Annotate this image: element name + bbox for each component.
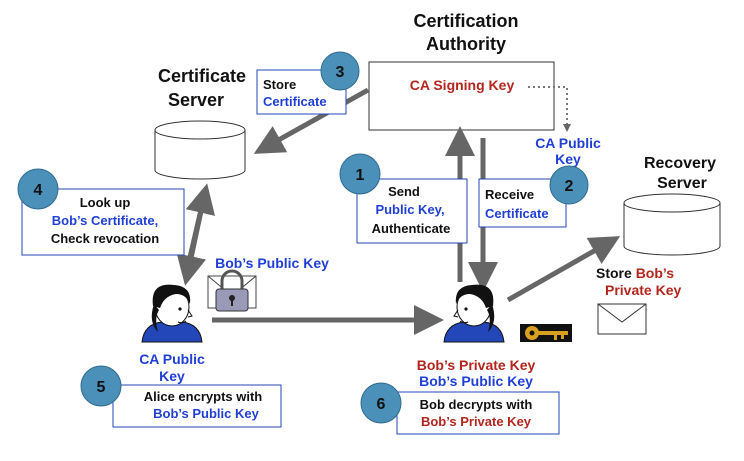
cert-server-database-icon [154, 120, 246, 180]
step2-line1: Receive [485, 187, 534, 202]
arrow-lookup-back [176, 196, 207, 286]
flow-arrows [176, 87, 621, 335]
step4-line2: Bob’s Certificate, [52, 213, 158, 228]
step4-badge: 4 [17, 168, 59, 210]
step6-line2: Bob’s Private Key [421, 414, 532, 429]
step4-line1: Look up [80, 195, 131, 210]
step3-badge: 3 [320, 51, 360, 91]
step1-box [356, 178, 468, 244]
store-bobs: Bob’s [636, 265, 675, 281]
svg-text:4: 4 [34, 182, 43, 199]
store-prefix: Store [596, 265, 636, 281]
step5-badge: 5 [80, 365, 122, 407]
cert-server-title-line1: Certificate [158, 66, 246, 86]
ca-title-line2: Authority [426, 34, 506, 54]
ca-box [368, 61, 555, 131]
ca-public-key-top-line2: Key [555, 151, 581, 167]
svg-text:5: 5 [97, 379, 106, 396]
svg-text:1: 1 [356, 167, 365, 184]
bob-public-key-label: Bob’s Public Key [419, 373, 533, 389]
bob-person-icon [443, 284, 505, 343]
step5-line1: Alice encrypts with [144, 389, 263, 404]
step1-line2: Public Key, [375, 202, 444, 217]
recovery-server-database-icon [623, 193, 721, 256]
step5-box [112, 384, 282, 428]
recovery-title-line2: Server [657, 175, 707, 192]
step1-badge: 1 [339, 153, 381, 195]
ca-signing-key: CA Signing Key [410, 77, 515, 93]
key-icon [520, 324, 572, 342]
svg-text:3: 3 [336, 64, 345, 81]
recovery-title-line1: Recovery [644, 155, 716, 172]
step3-line1: Store [263, 77, 296, 92]
store-private-key-line2: Private Key [605, 282, 681, 298]
step2-line2: Certificate [485, 206, 549, 221]
svg-text:2: 2 [565, 178, 574, 195]
bob-private-key-label: Bob’s Private Key [417, 357, 536, 373]
step1-line3: Authenticate [372, 221, 451, 236]
ca-public-key-alice-line1: CA Public [139, 351, 205, 367]
ca-title-line1: Certification [413, 11, 518, 31]
envelope-icon [597, 303, 647, 335]
store-bobs-line1: Store Bob’s [596, 265, 674, 281]
step5-line2: Bob’s Public Key [153, 406, 259, 421]
padlock-envelope-icon [207, 269, 257, 312]
step1-line1: Send [388, 184, 420, 199]
step2-badge: 2 [549, 165, 589, 205]
arrow-bob-to-recovery [506, 236, 621, 303]
svg-text:6: 6 [377, 396, 386, 413]
cert-server-title-line2: Server [168, 90, 224, 110]
step3-line2: Certificate [263, 94, 327, 109]
step6-box [396, 391, 560, 435]
ca-public-key-top-line1: CA Public [535, 135, 601, 151]
step4-line3: Check revocation [51, 231, 159, 246]
ca-public-key-alice-line2: Key [159, 368, 185, 384]
alice-person-icon [141, 284, 203, 343]
step6-badge: 6 [360, 382, 402, 424]
step6-line1: Bob decrypts with [420, 397, 533, 412]
ca-public-key-dotted-arrow [528, 86, 571, 132]
lock-label-bobs-public-key: Bob’s Public Key [215, 255, 329, 271]
arrow-ca-to-cert-server [253, 87, 370, 154]
